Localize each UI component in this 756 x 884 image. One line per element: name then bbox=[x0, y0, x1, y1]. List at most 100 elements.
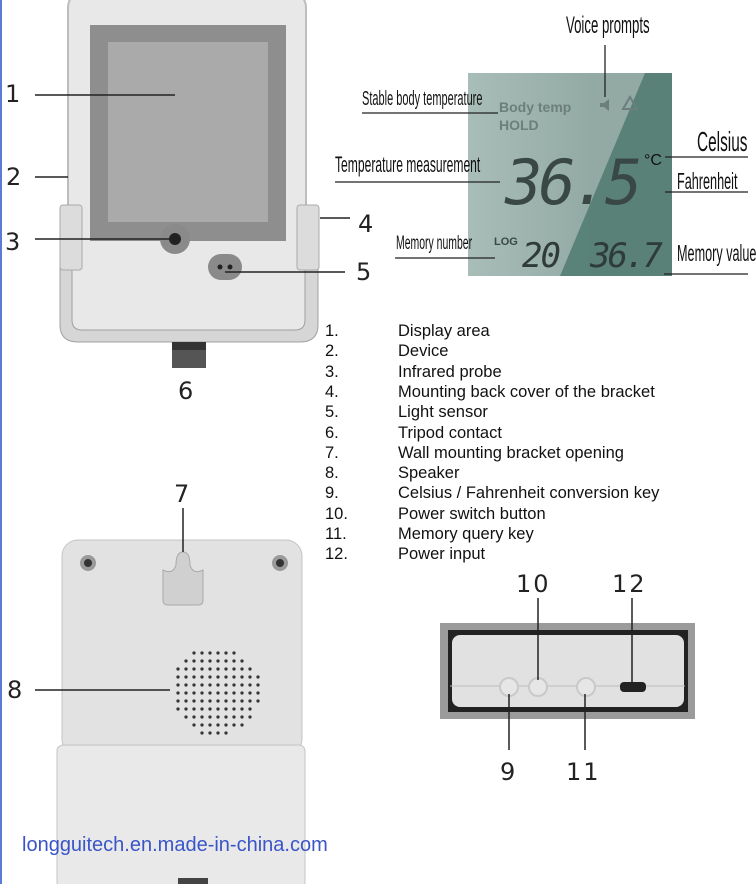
legend-text: Infrared probe bbox=[398, 362, 502, 381]
watermark: longguitech.en.made-in-china.com bbox=[22, 834, 328, 856]
lcd-unit: °C bbox=[644, 152, 662, 169]
speaker-hole bbox=[200, 667, 204, 671]
speaker-hole bbox=[184, 699, 188, 703]
back-device bbox=[56, 539, 306, 884]
speaker-hole bbox=[232, 675, 236, 679]
speaker-hole bbox=[248, 683, 252, 687]
speaker-hole bbox=[248, 715, 252, 719]
callout-8: 8 bbox=[7, 676, 23, 704]
speaker-hole bbox=[176, 691, 180, 695]
speaker-hole bbox=[192, 675, 196, 679]
speaker-hole bbox=[200, 731, 204, 735]
callout-12: 12 bbox=[612, 570, 647, 598]
speaker-hole bbox=[224, 675, 228, 679]
speaker-hole bbox=[208, 659, 212, 663]
speaker-hole bbox=[216, 715, 220, 719]
speaker-hole bbox=[176, 707, 180, 711]
speaker-hole bbox=[200, 683, 204, 687]
label-stable-body-temperature: Stable body temperature bbox=[362, 88, 483, 110]
speaker-hole bbox=[208, 707, 212, 711]
legend-number: 3. bbox=[325, 362, 339, 381]
speaker-hole bbox=[240, 683, 244, 687]
speaker-hole bbox=[240, 699, 244, 703]
speaker-hole bbox=[208, 675, 212, 679]
warning-triangle-icon bbox=[621, 95, 639, 110]
speaker-hole bbox=[232, 651, 236, 655]
legend-number: 9. bbox=[325, 484, 339, 503]
speaker-hole bbox=[208, 723, 212, 727]
speaker-hole bbox=[208, 731, 212, 735]
speaker-hole bbox=[256, 683, 260, 687]
speaker-hole bbox=[232, 699, 236, 703]
speaker-hole bbox=[224, 707, 228, 711]
speaker-hole bbox=[200, 699, 204, 703]
speaker-hole bbox=[216, 707, 220, 711]
speaker-hole bbox=[248, 667, 252, 671]
speaker-hole bbox=[232, 683, 236, 687]
legend-text: Device bbox=[398, 342, 449, 361]
speaker-hole bbox=[224, 667, 228, 671]
label-fahrenheit: Fahrenheit bbox=[677, 168, 738, 194]
power-icon bbox=[576, 677, 596, 697]
callout-7: 7 bbox=[174, 480, 190, 508]
legend-text: Power input bbox=[398, 545, 486, 564]
speaker-hole bbox=[208, 651, 212, 655]
speaker-hole bbox=[184, 707, 188, 711]
speaker-hole bbox=[224, 715, 228, 719]
speaker-hole bbox=[216, 683, 220, 687]
speaker-hole bbox=[240, 691, 244, 695]
speaker-hole bbox=[200, 707, 204, 711]
speaker-hole bbox=[216, 667, 220, 671]
speaker-hole bbox=[208, 691, 212, 695]
speaker-hole bbox=[192, 659, 196, 663]
speaker-hole bbox=[200, 723, 204, 727]
speaker-hole bbox=[240, 715, 244, 719]
legend-text: Wall mounting bracket opening bbox=[398, 443, 624, 462]
lcd-log: LOG bbox=[494, 236, 518, 248]
legend-number: 8. bbox=[325, 464, 339, 483]
speaker-hole bbox=[232, 667, 236, 671]
legend-number: 12. bbox=[325, 545, 348, 564]
speaker-hole bbox=[192, 715, 196, 719]
speaker-hole bbox=[224, 651, 228, 655]
speaker-hole bbox=[184, 675, 188, 679]
magnifier-icon bbox=[528, 677, 548, 697]
bottom-device-view bbox=[440, 623, 695, 719]
speaker-hole bbox=[216, 691, 220, 695]
legend-text: Memory query key bbox=[398, 525, 534, 543]
legend-text: Tripod contact bbox=[398, 423, 502, 442]
callout-5: 5 bbox=[356, 258, 372, 286]
speaker-hole bbox=[224, 659, 228, 663]
callout-9: 9 bbox=[500, 758, 516, 786]
label-memory-value: Memory value bbox=[677, 240, 756, 266]
speaker-hole bbox=[216, 651, 220, 655]
speaker-hole bbox=[184, 715, 188, 719]
speaker-hole bbox=[208, 683, 212, 687]
legend-number: 11. bbox=[325, 525, 347, 543]
legend-number: 4. bbox=[325, 382, 339, 401]
speaker-hole bbox=[216, 699, 220, 703]
callout-11: 11 bbox=[566, 758, 601, 786]
speaker-hole bbox=[216, 723, 220, 727]
callout-10: 10 bbox=[516, 570, 551, 598]
speaker-hole bbox=[208, 667, 212, 671]
speaker-hole bbox=[192, 723, 196, 727]
speaker-hole bbox=[192, 651, 196, 655]
label-voice-prompts: Voice prompts bbox=[566, 12, 650, 39]
legend-number: 7. bbox=[325, 443, 339, 462]
callout-4: 4 bbox=[358, 210, 374, 238]
callout-1: 1 bbox=[5, 80, 21, 108]
speaker-hole bbox=[232, 659, 236, 663]
lcd-reading: 36.5 bbox=[505, 146, 642, 219]
speaker-hole bbox=[200, 675, 204, 679]
speaker-hole bbox=[184, 691, 188, 695]
speaker-hole bbox=[208, 715, 212, 719]
speaker-hole bbox=[256, 699, 260, 703]
speaker-hole bbox=[192, 683, 196, 687]
speaker-hole bbox=[248, 675, 252, 679]
speaker-hole bbox=[232, 707, 236, 711]
speaker-hole bbox=[224, 691, 228, 695]
label-celsius: Celsius bbox=[697, 126, 748, 157]
callout-2: 2 bbox=[6, 163, 22, 191]
